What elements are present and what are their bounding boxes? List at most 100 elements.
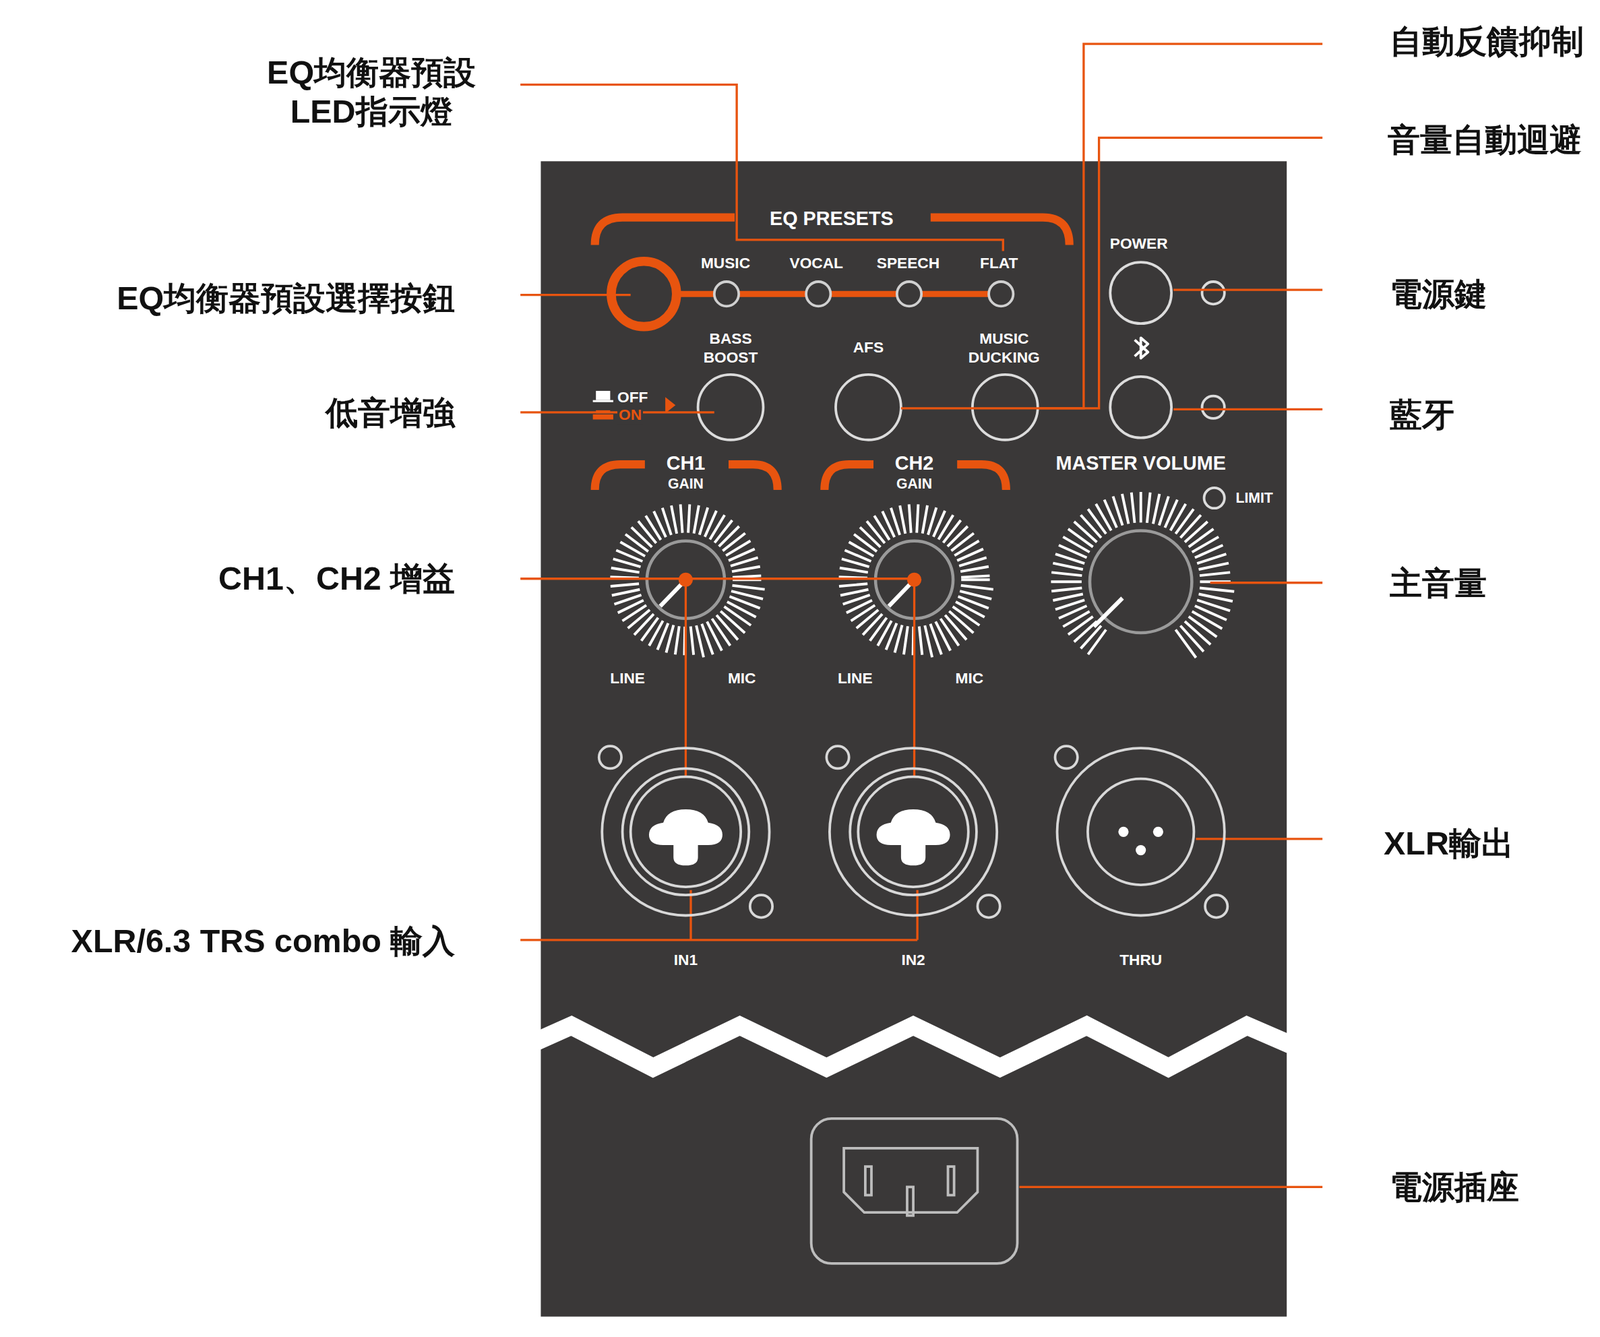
knob-tick bbox=[645, 515, 661, 540]
control-name: AFS bbox=[853, 339, 884, 358]
knob-tick bbox=[935, 621, 951, 651]
knob-tick bbox=[886, 623, 898, 650]
knob-tick bbox=[866, 520, 885, 544]
knob-tick bbox=[731, 591, 763, 600]
knob-tick bbox=[1074, 521, 1098, 542]
knob-tick bbox=[950, 533, 974, 551]
knob-tick bbox=[641, 618, 659, 641]
preset-name: VOCAL bbox=[789, 254, 843, 273]
knob-tick bbox=[613, 558, 641, 567]
jack-name: THRU bbox=[1119, 950, 1162, 970]
knob-tick bbox=[1081, 626, 1102, 650]
xlr-holes bbox=[649, 809, 1164, 866]
combo-jacks bbox=[599, 746, 1228, 918]
knob-tick bbox=[719, 526, 740, 547]
scale-label: LINE bbox=[837, 669, 873, 688]
knob-tick bbox=[1050, 580, 1082, 583]
knob-tick bbox=[924, 625, 933, 658]
knob-tick bbox=[611, 589, 640, 596]
power-inlet bbox=[811, 1118, 1018, 1264]
knob-tick bbox=[638, 520, 657, 544]
eq-bracket bbox=[595, 217, 1070, 490]
knob-tick bbox=[732, 585, 765, 590]
control-name: POWER bbox=[1110, 234, 1168, 253]
knob-tick bbox=[859, 527, 881, 547]
knob-tick bbox=[731, 566, 761, 572]
jack-name: IN2 bbox=[901, 950, 925, 970]
knob-tick bbox=[961, 578, 990, 581]
knob-tick bbox=[1081, 514, 1102, 538]
channel-name: CH2 bbox=[895, 451, 935, 476]
knob-tick bbox=[611, 568, 640, 573]
callout-label: 藍牙 bbox=[1389, 394, 1455, 435]
knob-tick bbox=[919, 626, 922, 656]
callout-label: EQ均衡器預設 LED指示燈 bbox=[243, 52, 500, 131]
knob-tick bbox=[1199, 572, 1230, 576]
knob-tick bbox=[688, 504, 690, 533]
knob-tick bbox=[940, 618, 960, 646]
knob-tick bbox=[1192, 537, 1219, 553]
knob-tick bbox=[952, 606, 980, 626]
scale-label: LINE bbox=[609, 669, 645, 688]
knob-tick bbox=[928, 507, 937, 536]
knob-tick bbox=[1198, 594, 1233, 602]
preset-name: SPEECH bbox=[876, 254, 940, 273]
scale-label: MIC bbox=[727, 669, 757, 688]
knob-tick bbox=[839, 568, 869, 573]
knob-tick bbox=[1051, 587, 1082, 592]
knob-tick bbox=[680, 504, 683, 533]
knob-tick bbox=[853, 534, 877, 552]
knob-tick bbox=[1055, 554, 1085, 564]
callout-label: 低音增強 bbox=[325, 392, 455, 433]
knob-tick bbox=[1068, 616, 1094, 635]
knob-tick bbox=[665, 625, 674, 654]
knob-tick bbox=[694, 505, 699, 534]
bluetooth-symbol bbox=[1134, 337, 1149, 358]
knob-tick bbox=[1087, 629, 1106, 655]
knob-tick bbox=[839, 583, 868, 587]
callout-label: 自動反饋抑制 bbox=[1389, 20, 1584, 60]
callout-label: 電源鍵 bbox=[1389, 274, 1487, 314]
control-name: MASTER VOLUME bbox=[1055, 451, 1226, 476]
knob-tick bbox=[657, 623, 668, 650]
knob-tick bbox=[947, 526, 968, 547]
knob-tick bbox=[870, 618, 887, 641]
indicator-name: LIMIT bbox=[1235, 489, 1273, 507]
knob-tick bbox=[961, 575, 990, 577]
knob-tick bbox=[1068, 529, 1094, 548]
preset-name: FLAT bbox=[979, 254, 1018, 273]
knob-tick bbox=[1087, 508, 1106, 534]
knob-tick bbox=[714, 520, 732, 543]
knob-tick bbox=[960, 566, 989, 572]
control-name: MUSIC DUCKING bbox=[958, 329, 1051, 366]
control-name: GAIN bbox=[896, 475, 933, 492]
knob-tick bbox=[1062, 611, 1090, 627]
knob-tick bbox=[959, 591, 992, 600]
knob-tick bbox=[851, 605, 876, 621]
knob-tick bbox=[1184, 521, 1208, 542]
knob-tick bbox=[841, 558, 870, 567]
knob-tick bbox=[1052, 594, 1083, 601]
knob-tick bbox=[1095, 504, 1112, 531]
knob-tick bbox=[1139, 491, 1143, 523]
control-name: GAIN bbox=[667, 475, 704, 492]
knob-tick bbox=[610, 583, 639, 587]
knob-tick bbox=[1196, 599, 1230, 611]
knob-tick bbox=[631, 527, 652, 547]
knob-tick bbox=[1192, 611, 1223, 629]
callout-label: 主音量 bbox=[1389, 562, 1487, 602]
knob-tick bbox=[1153, 494, 1160, 524]
knob-tick bbox=[909, 504, 912, 533]
knob-tick bbox=[1198, 563, 1229, 570]
knob-tick bbox=[948, 611, 974, 633]
knob-tick bbox=[840, 589, 869, 596]
knob-tick bbox=[675, 626, 680, 655]
knob-tick bbox=[628, 609, 650, 629]
knob-tick bbox=[954, 541, 979, 557]
knob-tick bbox=[732, 575, 761, 577]
knob-dots bbox=[678, 572, 922, 588]
knob-tick bbox=[1184, 621, 1211, 645]
callout-label: 音量自動迴避 bbox=[1387, 119, 1582, 160]
knob-tick bbox=[895, 625, 903, 654]
jack-name: IN1 bbox=[673, 950, 698, 970]
